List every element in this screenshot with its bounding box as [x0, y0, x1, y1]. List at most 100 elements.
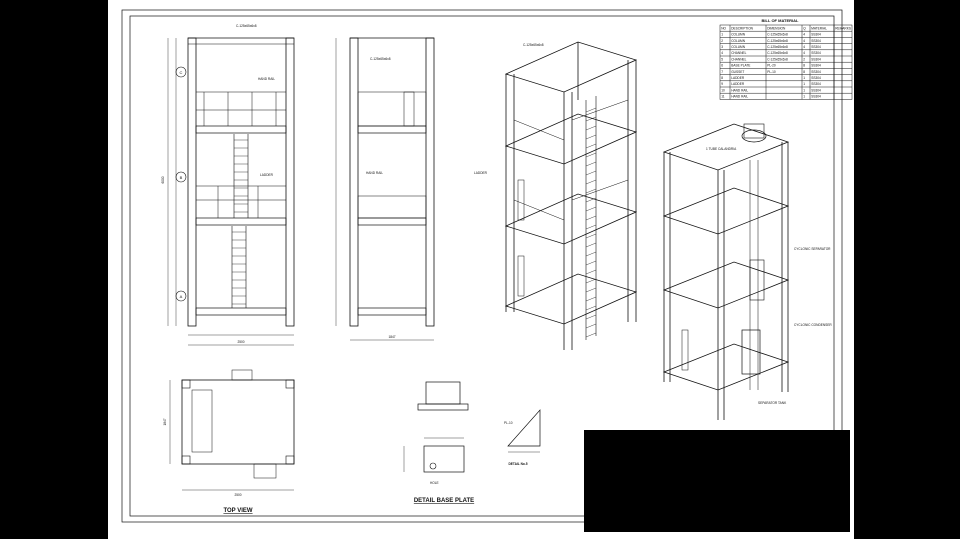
front-height-dim: 6000 [161, 176, 165, 183]
front-right-column [285, 37, 295, 327]
top-width-dim: 2500 [234, 493, 241, 497]
front-floor-upper [195, 125, 287, 134]
bom-header-cell: Q [803, 26, 806, 30]
bom-cell: 9 [721, 82, 723, 86]
bom-cell: 1 [803, 76, 805, 80]
bom-cell: 4 [721, 51, 723, 55]
bom-header-cell: NO [721, 26, 726, 30]
bom-cell: 4 [803, 39, 805, 43]
bom-cell: SS304 [811, 64, 821, 68]
bom-cell: SS304 [811, 76, 821, 80]
bom-cell: 2 [721, 39, 723, 43]
front-view [167, 37, 295, 346]
bom-cell: 6 [721, 64, 723, 68]
bom-cell: CHANNEL [731, 57, 746, 61]
bom-cell: LADDER [731, 76, 745, 80]
bom-cell: 4 [803, 45, 805, 49]
bom-cell: 8 [803, 70, 805, 74]
side-top-callout: C-125x65x6x8 [370, 57, 391, 61]
level-b-marker: B [180, 175, 183, 180]
bom-cell: C-125x65x6x8 [767, 51, 788, 55]
bom-cell: GUSSET [731, 70, 744, 74]
level-a-marker: A [180, 294, 183, 299]
bom-cell: 1 [721, 33, 723, 37]
outer-border [121, 9, 843, 523]
iso-ladder-callout: LADDER [474, 171, 488, 175]
bom-cell: 1 [803, 88, 805, 92]
bom-cell: C-125x65x6x8 [767, 39, 788, 43]
bom-cell: SS304 [811, 95, 821, 99]
separator-label: CYCLONIC SEPARATOR [794, 247, 831, 251]
condenser-label: CYCLONIC CONDENSER [794, 323, 832, 327]
bom-cell: C-125x65x6x8 [767, 57, 788, 61]
bom-header-cell: DESCRIPTION [731, 26, 753, 30]
tank-label: SEPARATOR TANK [758, 401, 787, 405]
bom-header-cell: MATERIAL [811, 26, 827, 30]
bom-cell: SS304 [811, 57, 821, 61]
bom-cell: SS304 [811, 82, 821, 86]
top-view [169, 369, 295, 491]
detail-base-plate [403, 381, 469, 473]
bom-cell: COLUMN [731, 39, 746, 43]
bom-cell: PL-20 [767, 64, 776, 68]
bom-cell: 10 [721, 88, 725, 92]
iso-structure-view [504, 41, 638, 350]
bom-title: BILL OF MATERIAL [762, 18, 800, 23]
bom-cell: LADDER [731, 82, 745, 86]
detail-base-title: DETAIL BASE PLATE [414, 498, 474, 504]
bom-cell: 4 [803, 33, 805, 37]
level-c-marker: C [180, 70, 183, 75]
front-hand-rail-callout: HAND RAIL [258, 77, 275, 81]
front-width-dim: 2500 [237, 340, 244, 344]
bom-cell: 7 [721, 70, 723, 74]
bom-cell: SS304 [811, 45, 821, 49]
side-hand-rail-callout: HAND RAIL [366, 171, 383, 175]
top-view-title: TOP VIEW [223, 508, 252, 514]
bill-of-material: BILL OF MATERIAL NO DESCRIPTION DIMENSION Q… [719, 18, 853, 100]
front-top-callout: C-125x65x6x8 [236, 24, 257, 28]
side-view [335, 37, 435, 341]
bom-cell: 1 [803, 95, 805, 99]
bom-cell: HAND RAIL [731, 95, 748, 99]
bom-cell: 3 [721, 45, 723, 49]
bom-cell: COLUMN [731, 45, 746, 49]
front-floor-middle [195, 217, 287, 226]
bom-cell: SS304 [811, 70, 821, 74]
bom-cell: SS304 [811, 33, 821, 37]
iso-equipment-view [662, 123, 790, 420]
bom-cell: 11 [721, 95, 725, 99]
detail-5 [507, 409, 541, 453]
front-left-column [187, 37, 197, 327]
bom-cell: 2 [803, 57, 805, 61]
bom-cell: BASE PLATE [731, 64, 750, 68]
bom-cell: 5 [721, 57, 723, 61]
front-ladder-callout: LADDER [260, 173, 274, 177]
redacted-title-block [584, 430, 850, 532]
bom-cell: 8 [721, 76, 723, 80]
bom-cell: SS304 [811, 88, 821, 92]
bom-cell: 8 [803, 64, 805, 68]
bom-cell: PL-10 [767, 70, 776, 74]
detail-5-title: DETAIL No.5 [508, 462, 527, 466]
bom-cell: C-125x65x6x8 [767, 45, 788, 49]
calandria-label: 1 TUBE CALANDRIA [706, 147, 737, 151]
bom-cell: SS304 [811, 39, 821, 43]
side-width-dim: 1847 [388, 335, 395, 339]
iso-column-callout: C-125x65x6x8 [523, 43, 544, 47]
bom-header-cell: REMARKS [835, 26, 851, 30]
base-hole-note: HOLE [430, 481, 439, 485]
top-depth-dim: 1847 [163, 418, 167, 425]
bom-cell: 1 [803, 82, 805, 86]
drawing-sheet: BILL OF MATERIAL NO DESCRIPTION DIMENSION Q… [108, 0, 854, 539]
detail-5-plate-note: PL-10 [504, 421, 513, 425]
bom-cell: C-125x65x6x8 [767, 33, 788, 37]
inner-border [129, 15, 835, 517]
bom-cell: CHANNEL [731, 51, 746, 55]
bom-cell: 4 [803, 51, 805, 55]
bom-cell: COLUMN [731, 33, 746, 37]
front-floor-base [195, 307, 287, 316]
bom-cell: SS304 [811, 51, 821, 55]
bom-cell: HAND RAIL [731, 88, 748, 92]
engineering-drawing: BILL OF MATERIAL NO DESCRIPTION DIMENSION Q… [121, 9, 853, 523]
bom-header-cell: DIMENSION [767, 26, 786, 30]
